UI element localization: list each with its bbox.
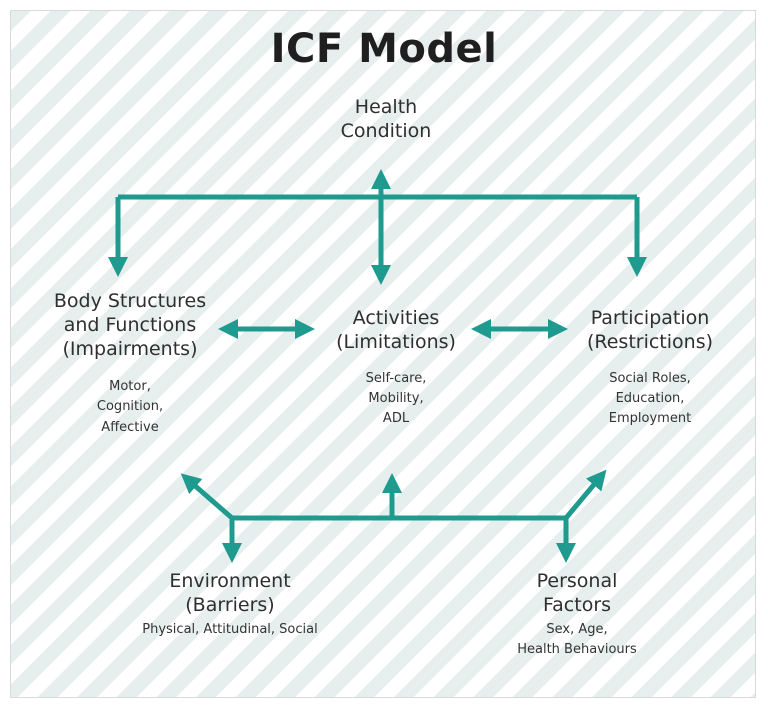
node-activities: Activities (Limitations) Self-care, Mobi… (306, 307, 486, 429)
node-environment: Environment (Barriers) Physical, Attitud… (100, 570, 360, 640)
activities-detail: Self-care, (365, 370, 427, 386)
arrow-up-to-body-structures (180, 473, 234, 520)
node-personal-factors: Personal Factors Sex, Age, Health Behavi… (487, 570, 667, 660)
diagram-title: ICF Model (270, 26, 498, 72)
node-body-structures: Body Structures and Functions (Impairmen… (20, 290, 240, 438)
node-participation: Participation (Restrictions) Social Role… (555, 307, 745, 429)
body-structures-line1: Body Structures (53, 290, 207, 312)
personal-factors-line2: Factors (542, 593, 612, 616)
node-health-condition: Health Condition (301, 96, 471, 144)
body-structures-detail: Cognition, (96, 399, 164, 415)
body-structures-detail: Motor, (109, 379, 151, 395)
personal-factors-details: Sex, Age, Health Behaviours (487, 620, 667, 660)
activities-detail: ADL (382, 410, 410, 426)
participation-line2: (Restrictions) (586, 330, 714, 353)
environment-line2: (Barriers) (185, 593, 275, 616)
health-condition-line1: Health (354, 96, 418, 118)
personal-factors-detail: Health Behaviours (517, 641, 637, 657)
activities-details: Self-care, Mobility, ADL (306, 369, 486, 429)
body-structures-details: Motor, Cognition, Affective (20, 377, 240, 437)
health-condition-line2: Condition (340, 119, 432, 142)
body-structures-detail: Affective (101, 419, 159, 435)
activities-detail: Mobility, (368, 390, 424, 406)
body-structures-line2: and Functions (63, 313, 197, 336)
arrow-up-to-participation (564, 469, 607, 520)
activities-line1: Activities (352, 307, 440, 329)
diagram-background (10, 10, 756, 698)
participation-detail: Education, (615, 390, 685, 406)
environment-line1: Environment (169, 570, 291, 592)
activities-line2: (Limitations) (336, 330, 456, 353)
personal-factors-line1: Personal (536, 570, 618, 592)
participation-detail: Employment (608, 410, 692, 426)
environment-detail: Physical, Attitudinal, Social (142, 621, 318, 637)
participation-line1: Participation (590, 307, 710, 329)
personal-factors-detail: Sex, Age, (546, 621, 608, 637)
body-structures-line3: (Impairments) (62, 337, 198, 360)
participation-details: Social Roles, Education, Employment (555, 369, 745, 429)
participation-detail: Social Roles, (609, 370, 691, 386)
